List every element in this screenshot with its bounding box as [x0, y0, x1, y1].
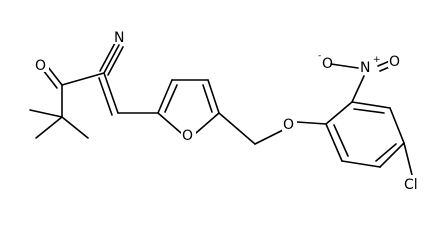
bond-ring-5: [341, 160, 381, 168]
bond-ring-4: [379, 142, 405, 168]
atom-o-ketone: O: [35, 58, 46, 74]
bond-ring-4-inner: [375, 143, 397, 162]
bond-nitrile-1: [103, 44, 120, 74]
bond-furan-ch2: [218, 112, 256, 145]
atom-o-nitro-left: O: [322, 56, 333, 72]
bond-furan-c4-c5-inner: [202, 84, 213, 113]
bond-furan-c2-c3: [157, 79, 173, 114]
bond-furan-c2-c3-inner: [164, 84, 178, 113]
bond-calpha-ketone: [61, 72, 105, 86]
bond-furan-c4-c5: [207, 79, 220, 114]
atom-o-ether: O: [283, 117, 294, 133]
atom-labels: N O O O - O N + O Cl: [33, 28, 425, 193]
bond-alkene-2: [98, 77, 113, 116]
bond-furan-o-c2: [157, 112, 182, 134]
structure-canvas: N O O O - O N + O Cl: [29, 28, 425, 193]
atom-n-nitro: N: [360, 60, 370, 76]
atom-cl: Cl: [404, 177, 418, 193]
bond-ring-6: [325, 123, 343, 162]
bond-nitrile-3: [99, 42, 116, 72]
atom-n-nitro-charge: +: [373, 55, 381, 65]
bond-ring-cl: [403, 142, 413, 176]
bond-ring-2-inner: [353, 108, 385, 114]
bond-quat-me1: [29, 109, 63, 118]
bond-ketone-double-1: [47, 66, 63, 86]
bond-furan-c5-o: [195, 112, 220, 134]
bond-ring-6-inner: [333, 124, 349, 157]
bond-lines: [29, 42, 413, 176]
bond-oether-ring: [296, 121, 327, 125]
atom-n-nitrile: N: [114, 30, 124, 46]
atom-o-furan: O: [182, 128, 193, 144]
bond-ring-3: [389, 107, 405, 144]
bond-ketone-double-2: [42, 69, 58, 89]
bond-ch2-oether: [254, 129, 284, 145]
bond-nnitro-oleft: [330, 63, 359, 69]
bond-ring-1: [325, 101, 353, 125]
atom-o-nitro-right: O: [389, 54, 400, 70]
bond-nitrile-2: [107, 46, 124, 76]
atom-o-nitro-left-charge: -: [318, 51, 321, 61]
bond-ring-2: [351, 101, 391, 109]
molecule-structure: N O O O - O N + O Cl: [29, 28, 425, 193]
bond-quat-me3: [61, 116, 89, 139]
bond-ring-nnitro: [351, 75, 365, 103]
bond-quat-me2: [35, 116, 63, 139]
bond-alkene-1: [103, 72, 119, 114]
